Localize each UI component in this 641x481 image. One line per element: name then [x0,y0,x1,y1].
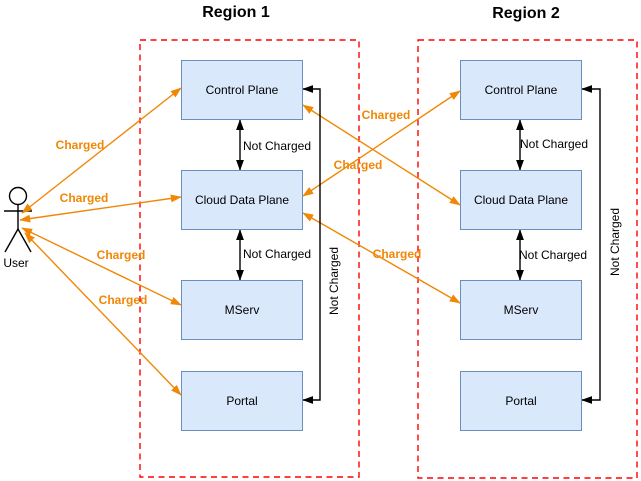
node-r2-portal: Portal [460,371,582,431]
edge-r1-control-plane-r1-portal [302,85,321,404]
user-label: User [3,256,29,270]
node-r1-control-plane: Control Plane [181,60,303,120]
edge-label-notcharged-r1cdp-r1mserv: Not Charged [242,247,312,261]
edge-r1-cloud-data-plane-r2-control-plane [302,90,461,197]
edge-label-notcharged-r2cp-r2portal: Not Charged [608,207,622,277]
edge-user-r1-portal [24,232,182,396]
edge-label-charged-user-r1portal: Charged [98,293,148,307]
edge-label-charged-r1cdp-r2cp: Charged [361,108,411,122]
edge-user-r1-cloud-data-plane [19,194,182,223]
edge-user-r1-control-plane [21,87,182,214]
edge-label-charged-user-r1mserv: Charged [96,248,146,262]
region-1-title: Region 1 [202,4,270,21]
edge-r2-control-plane-r2-portal [581,85,601,404]
node-r1-mserv: MServ [181,280,303,340]
edge-r1-control-plane-r2-cloud-data-plane [302,104,461,206]
edge-label-notcharged-r1cp-r1cdp: Not Charged [242,139,312,153]
edge-label-charged-r1cdp-r2mserv: Charged [372,247,422,261]
region-2-title: Region 2 [492,5,560,22]
node-r2-mserv: MServ [460,280,582,340]
edge-label-notcharged-r2cp-r2cdp: Not Charged [519,137,589,151]
edge-label-charged-user-r1cdp: Charged [59,191,109,205]
edge-label-charged-r1cp-r2cdp: Charged [333,158,383,172]
node-r2-cloud-data-plane: Cloud Data Plane [460,170,582,230]
user-actor-icon [4,186,32,253]
node-r1-portal: Portal [181,371,303,431]
edge-label-notcharged-r2cdp-r2mserv: Not Charged [518,248,588,262]
edge-label-notcharged-r1cp-r1portal: Not Charged [327,246,341,316]
edge-label-charged-user-r1cp: Charged [55,138,105,152]
node-r2-control-plane: Control Plane [460,60,582,120]
edge-r1-cloud-data-plane-r2-mserv [302,212,461,304]
node-r1-cloud-data-plane: Cloud Data Plane [181,170,303,230]
